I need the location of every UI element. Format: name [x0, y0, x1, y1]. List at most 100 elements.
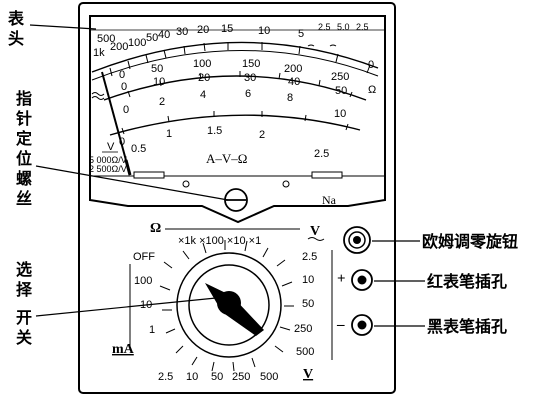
- svg-text:30: 30: [244, 72, 256, 84]
- ohm-tick-2.5a: 2.5: [318, 22, 331, 32]
- svg-text:50: 50: [151, 63, 163, 75]
- svg-text:500: 500: [260, 371, 278, 383]
- dcv-range-labels: 2.5 10 50 250 500: [294, 251, 317, 358]
- svg-text:20: 20: [198, 72, 210, 84]
- ohm-tick-0: 0: [368, 59, 374, 71]
- svg-text:头: 头: [8, 29, 24, 48]
- brand-label: Na: [322, 193, 337, 207]
- ohm-range-multipliers: ×1k ×100 ×10 ×1: [178, 235, 261, 247]
- svg-text:100: 100: [134, 275, 152, 287]
- svg-text:4: 4: [200, 89, 206, 101]
- ohm-tick-20: 20: [197, 24, 209, 36]
- svg-text:250: 250: [294, 323, 312, 335]
- sensitivity-label: V 5 000Ω/V 2 500Ω/V: [89, 141, 127, 174]
- svg-text:表: 表: [7, 9, 25, 28]
- ohm-scale-arc: [91, 41, 379, 73]
- svg-text:200: 200: [284, 63, 302, 75]
- ohm-scale-labels: 500 1k 200 100 50 40 30 20 15 10 5 2.5 5…: [93, 22, 376, 96]
- ohm-tick-40: 40: [158, 29, 170, 41]
- ohm-range-symbol: Ω: [150, 221, 161, 236]
- svg-text:40: 40: [288, 76, 300, 88]
- svg-text:6: 6: [245, 88, 251, 100]
- dial-window: [89, 15, 386, 224]
- svg-text:500: 500: [296, 346, 314, 358]
- zero-adjust-screw[interactable]: [224, 188, 248, 212]
- ma-label: mA: [112, 342, 135, 357]
- red-probe-jack[interactable]: [351, 269, 373, 291]
- callout-zero-screw: 指 针 定 位 螺 丝: [15, 89, 32, 208]
- svg-text:0: 0: [121, 81, 127, 93]
- scale-ticks: [109, 42, 371, 135]
- ac-scale-arc: [109, 114, 361, 136]
- callout-lines: [29, 24, 425, 327]
- callout-black-jack: 黑表笔插孔: [427, 317, 507, 336]
- svg-text:选: 选: [16, 260, 32, 279]
- ohm-tick-500: 500: [97, 33, 115, 45]
- ohm-tick-5.0: 5.0: [337, 22, 350, 32]
- svg-text:指: 指: [16, 89, 32, 108]
- svg-text:0.5: 0.5: [131, 143, 146, 155]
- model-label: A–V–Ω: [206, 151, 247, 166]
- plus-sign: +: [337, 271, 346, 287]
- svg-text:250: 250: [331, 71, 349, 83]
- acv-range-labels: 2.5 10 50 250 500: [158, 371, 278, 383]
- svg-text:2.5: 2.5: [158, 371, 173, 383]
- svg-text:8: 8: [287, 92, 293, 104]
- ma-range-labels: OFF 100 10 1: [133, 251, 155, 336]
- ohm-tick-2.5b: 2.5: [356, 22, 369, 32]
- ohm-tick-5: 5: [298, 28, 304, 40]
- svg-text:1.5: 1.5: [207, 125, 222, 137]
- callout-ohm-zero-knob: 欧姆调零旋钮: [422, 232, 518, 251]
- svg-text:2.5: 2.5: [314, 148, 329, 160]
- ohm-scale-symbol: Ω: [368, 84, 376, 96]
- svg-text:10: 10: [302, 274, 314, 286]
- svg-text:250: 250: [232, 371, 250, 383]
- callout-red-jack: 红表笔插孔: [427, 272, 507, 291]
- svg-text:5 000Ω/V: 5 000Ω/V: [89, 155, 127, 165]
- svg-text:50: 50: [211, 371, 223, 383]
- v-label: V: [303, 367, 313, 382]
- svg-text:择: 择: [16, 280, 33, 299]
- svg-text:V: V: [107, 141, 115, 153]
- svg-text:丝: 丝: [16, 189, 32, 208]
- svg-text:开: 开: [16, 308, 32, 327]
- svg-text:2: 2: [259, 129, 265, 141]
- callout-selector: 选 择 开 关: [16, 260, 33, 347]
- svg-text:10: 10: [153, 76, 165, 88]
- minus-sign: –: [336, 317, 345, 333]
- svg-text:关: 关: [16, 328, 32, 347]
- svg-text:1: 1: [166, 128, 172, 140]
- svg-text:0: 0: [119, 69, 125, 81]
- svg-text:2: 2: [159, 96, 165, 108]
- ohm-tick-15: 15: [221, 23, 233, 35]
- callout-dial-head: 表 头: [7, 9, 25, 48]
- svg-text:OFF: OFF: [133, 251, 155, 263]
- svg-text:10: 10: [186, 371, 198, 383]
- svg-text:2.5: 2.5: [302, 251, 317, 263]
- black-probe-jack[interactable]: [351, 314, 373, 336]
- range-selector-switch[interactable]: [159, 240, 294, 372]
- ohm-tick-10: 10: [258, 25, 270, 37]
- ohm-tick-200: 200: [110, 41, 128, 53]
- ohm-tick-50: 50: [146, 32, 158, 44]
- ac-v-symbol: V: [310, 224, 320, 239]
- svg-text:10: 10: [334, 108, 346, 120]
- svg-text:螺: 螺: [16, 169, 32, 188]
- svg-text:150: 150: [242, 58, 260, 70]
- svg-text:定: 定: [15, 129, 32, 148]
- ohm-tick-1k: 1k: [93, 47, 105, 59]
- dc-scale-arc: [103, 75, 367, 101]
- svg-text:2 500Ω/V: 2 500Ω/V: [89, 164, 127, 174]
- svg-text:位: 位: [16, 149, 32, 168]
- svg-text:50: 50: [335, 85, 347, 97]
- meter-needle: [101, 71, 131, 176]
- svg-text:100: 100: [193, 58, 211, 70]
- ohm-zero-knob[interactable]: [343, 226, 371, 254]
- svg-text:50: 50: [302, 298, 314, 310]
- ohm-tick-100: 100: [128, 37, 146, 49]
- svg-text:1: 1: [149, 324, 155, 336]
- ohm-tick-30: 30: [176, 26, 188, 38]
- svg-text:针: 针: [16, 109, 32, 128]
- dc-scale-labels: 0 50 100 150 200 250 0 10 20 30 40 50 0 …: [119, 58, 349, 120]
